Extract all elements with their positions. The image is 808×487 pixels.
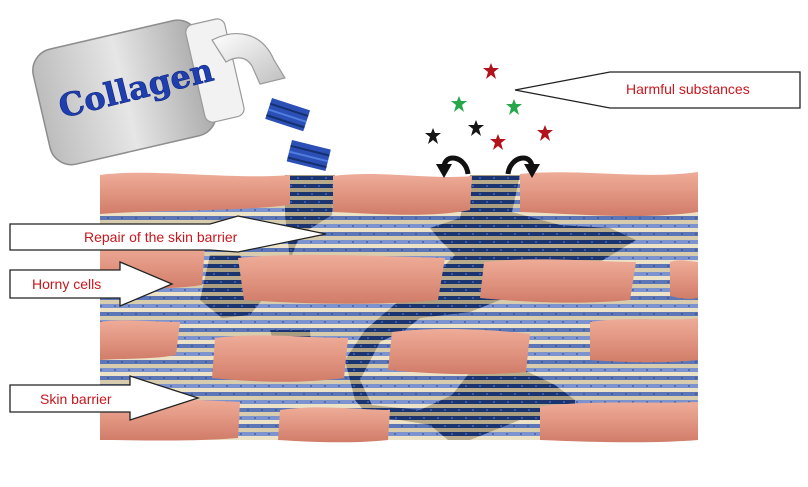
horny-cells-label: Horny cells xyxy=(32,276,102,292)
corneocyte xyxy=(100,172,290,214)
harmful-substance-star-icon xyxy=(506,99,522,115)
collagen-bottle-icon: Collagen xyxy=(32,18,286,166)
corneocyte xyxy=(520,172,698,217)
deflect-arrow-icon xyxy=(436,155,471,178)
harmful-substance-star-icon xyxy=(425,128,441,144)
harmful-substance-star-icon xyxy=(468,120,484,136)
harmful-substance-star-icon xyxy=(451,96,467,112)
repair-skin-barrier-label: Repair of the skin barrier xyxy=(84,229,238,245)
callout-skin-barrier xyxy=(9,375,201,421)
corneocyte xyxy=(278,407,390,443)
skin-barrier-label: Skin barrier xyxy=(40,391,112,407)
corneocyte xyxy=(100,320,180,360)
callout-harmful-substances xyxy=(514,71,801,109)
corneocyte xyxy=(480,259,636,303)
harmful-substance-star-icon xyxy=(483,63,499,79)
corneocyte xyxy=(238,254,445,304)
corneocyte xyxy=(540,402,698,443)
horny-cells xyxy=(100,172,698,443)
deflect-arrow-icon xyxy=(505,155,540,178)
callout-repair xyxy=(9,215,327,253)
corneocyte xyxy=(333,174,472,215)
corneocyte xyxy=(388,328,530,375)
harmful-substance-star-icon xyxy=(537,125,553,141)
harmful-substance-star-icon xyxy=(490,134,506,150)
harmful-substances xyxy=(425,63,553,150)
corneocyte xyxy=(590,318,698,363)
harmful-substances-label: Harmful substances xyxy=(626,81,750,97)
corneocyte xyxy=(670,260,698,299)
corneocyte xyxy=(212,335,348,382)
callout-horny-cells xyxy=(9,261,174,307)
skin-section xyxy=(100,172,698,443)
collagen-particle-icon xyxy=(265,98,331,172)
